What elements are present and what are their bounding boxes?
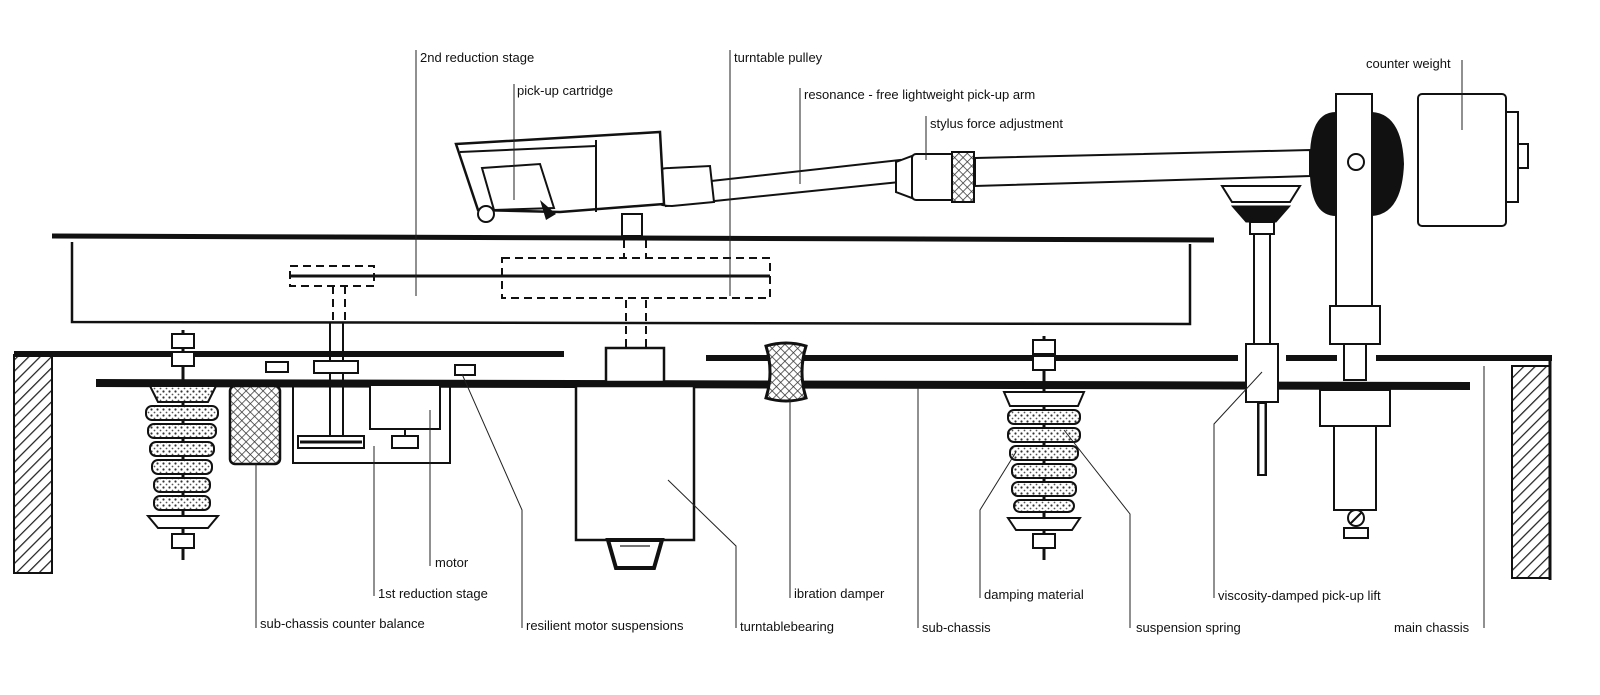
turntable-pulley	[501, 240, 771, 299]
turntable-platter	[51, 233, 1215, 326]
labels: 2nd reduction stage pick-up cartridge tu…	[260, 50, 1470, 635]
label-vibration-damper: ibration damper	[794, 586, 885, 601]
vibration-damper	[764, 341, 808, 403]
label-pickup-cartridge: pick-up cartridge	[517, 83, 613, 98]
label-second-reduction-stage: 2nd reduction stage	[420, 50, 534, 65]
sub-chassis-counter-balance	[228, 384, 282, 466]
label-damping-material: damping material	[984, 587, 1084, 602]
stylus-force-adjustment	[895, 151, 975, 203]
label-first-reduction-stage: 1st reduction stage	[378, 586, 488, 601]
label-sub-chassis: sub-chassis	[922, 620, 991, 635]
label-resilient-motor-suspensions: resilient motor suspensions	[526, 618, 684, 633]
counter-weight	[1310, 93, 1529, 227]
label-pickup-lift: viscosity-damped pick-up lift	[1218, 588, 1381, 603]
pickup-lift	[1220, 185, 1302, 476]
leader-lines	[255, 50, 1485, 628]
label-pickup-arm: resonance - free lightweight pick-up arm	[804, 87, 1035, 102]
left-suspension-spring	[145, 330, 221, 560]
right-suspension-spring	[1002, 336, 1086, 560]
label-counter-weight: counter weight	[1366, 56, 1451, 71]
label-stylus-force-adjustment: stylus force adjustment	[930, 116, 1063, 131]
label-sub-chassis-counter-balance: sub-chassis counter balance	[260, 616, 425, 631]
motor-assembly	[292, 322, 451, 464]
label-turntable-bearing: turntablebearing	[740, 619, 834, 634]
pickup-cartridge	[454, 130, 666, 237]
label-suspension-spring: suspension spring	[1136, 620, 1241, 635]
pickup-arm	[649, 148, 1311, 208]
second-reduction-stage	[289, 265, 502, 320]
tonearm-pillar	[1319, 93, 1391, 539]
label-motor: motor	[435, 555, 469, 570]
turntable-bearing	[574, 300, 696, 570]
label-turntable-pulley: turntable pulley	[734, 50, 823, 65]
label-main-chassis: main chassis	[1394, 620, 1470, 635]
